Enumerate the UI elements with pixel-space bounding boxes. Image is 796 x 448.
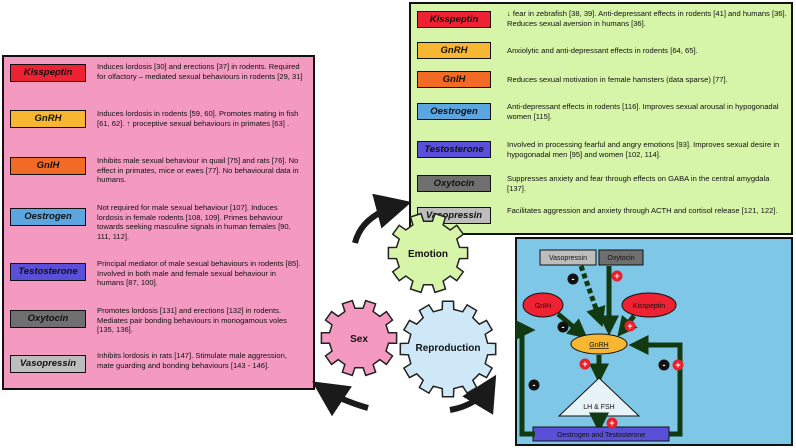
hpg-gnih-label: GnIH — [535, 303, 551, 310]
sign-minus-gnih: - — [562, 322, 565, 332]
sex-gear-label: Sex — [350, 334, 368, 345]
emotion-gnrh-text: Anxiolytic and anti-depressant effects i… — [507, 46, 698, 55]
sign-minus-right-feedback: - — [663, 360, 666, 370]
emotion-gnih-text: Reduces sexual motivation in female hams… — [507, 75, 728, 84]
sex-testosterone-label: Testosterone — [10, 263, 86, 281]
curved-arrow-bottom — [312, 381, 369, 417]
hpg-signs: - + - + + + - - + — [528, 270, 684, 429]
hpg-gnrh-node — [570, 333, 628, 355]
hpg-oxytocin-label: Oxytocin — [607, 255, 634, 262]
emotion-oestrogen-label: Oestrogen — [417, 103, 491, 120]
sign-minus-vasopressin: - — [572, 274, 575, 284]
emotion-oxytocin-label: Oxytocin — [417, 175, 491, 192]
emotion-testosterone-label: Testosterone — [417, 141, 491, 158]
reproduction-gear: Reproduction — [399, 300, 497, 398]
sex-vasopressin-text: Inhibits lordosis in rats [147]. Stimula… — [97, 351, 287, 370]
hpg-lhfsh-label: LH & FSH — [583, 404, 615, 411]
emotion-kisspeptin-label: Kisspeptin — [417, 11, 491, 28]
hpg-vasopressin-box — [539, 249, 597, 266]
emotion-gnih-label: GnIH — [417, 71, 491, 88]
hpg-kisspeptin-node — [621, 292, 677, 318]
hpg-gnih-node — [522, 292, 564, 318]
sex-oxytocin-text: Promotes lordosis [131] and erections [1… — [97, 306, 287, 335]
sex-gear: Sex — [320, 299, 398, 377]
left-feedback-arrow — [515, 320, 536, 437]
sex-vasopressin-label: Vasopressin — [10, 355, 86, 373]
emotion-gear-label: Emotion — [408, 249, 448, 260]
sex-oxytocin-label: Oxytocin — [10, 310, 86, 328]
sex-oestrogen-text: Not required for male sexual behaviour [… — [97, 203, 291, 241]
sex-gnrh-text: Induces lordosis in rodents [59, 60]. Pr… — [97, 109, 299, 128]
sex-gnih-text: Inhibits male sexual behaviour in quail … — [97, 156, 299, 185]
sex-kisspeptin-label: Kisspeptin — [10, 64, 86, 82]
sex-oestrogen-label: Oestrogen — [10, 208, 86, 226]
emotion-kisspeptin-text: ↓ fear in zebrafish [38, 39]. Anti-depre… — [507, 9, 787, 28]
curved-arrow-right — [449, 374, 497, 415]
emotion-gear: Emotion — [387, 212, 469, 294]
hpg-gnrh-label: GnRH — [589, 342, 608, 349]
emotion-oxytocin-text: Suppresses anxiety and fear through effe… — [507, 174, 770, 193]
right-feedback-arrow — [628, 335, 683, 437]
emotion-gnrh-label: GnRH — [417, 42, 491, 59]
sex-gnih-label: GnIH — [10, 157, 86, 175]
sign-plus-gnrh: + — [582, 359, 587, 369]
emotion-vasopressin-text: Facilitates aggression and anxiety throu… — [507, 206, 778, 215]
hpg-vasopressin-label: Vasopressin — [549, 255, 587, 262]
sign-plus-lhfsh: + — [609, 418, 614, 428]
sign-plus-kisspeptin: + — [627, 321, 632, 331]
sex-testosterone-text: Principal mediator of male sexual behavi… — [97, 259, 301, 288]
hpg-steroids-label: Oestrogen and Testosterone — [557, 432, 645, 439]
emotion-panel: Kisspeptin ↓ fear in zebrafish [38, 39].… — [409, 2, 793, 235]
emotion-testosterone-text: Involved in processing fearful and angry… — [507, 140, 780, 159]
sign-plus-oxytocin: + — [614, 271, 619, 281]
sex-gnrh-label: GnRH — [10, 110, 86, 128]
hpg-oxytocin-box — [598, 249, 644, 266]
gnih-to-gnrh-arrow — [556, 312, 588, 339]
sign-minus-left-feedback: - — [533, 380, 536, 390]
emotion-oestrogen-text: Anti-depressant effects in rodents [116]… — [507, 102, 779, 121]
sex-panel: Kisspeptin Induces lordosis [30] and ere… — [2, 55, 315, 390]
sex-kisspeptin-text: Induces lordosis [30] and erections [37]… — [97, 62, 303, 81]
reproduction-gear-label: Reproduction — [416, 343, 481, 354]
hpg-kisspeptin-label: Kisspeptin — [633, 303, 665, 310]
curved-arrow-top — [352, 193, 412, 244]
hpg-axis-panel — [515, 237, 793, 446]
sign-plus-right-feedback: + — [675, 360, 680, 370]
vasopressin-to-gnrh-arrow — [578, 265, 606, 328]
